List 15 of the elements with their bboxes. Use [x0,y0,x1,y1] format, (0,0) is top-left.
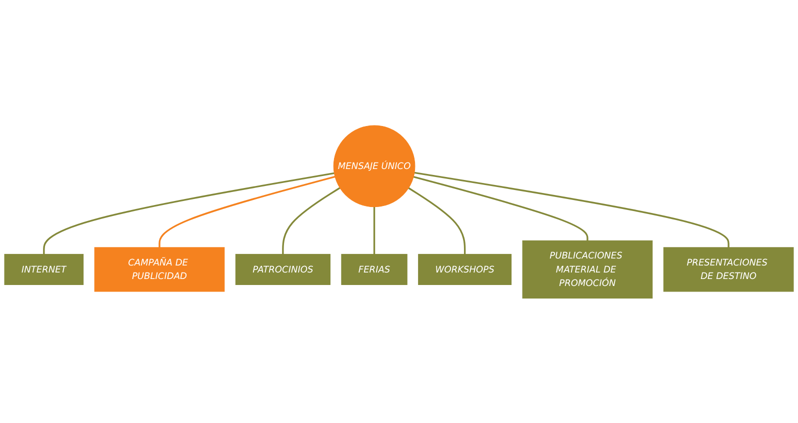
connector [43,172,334,254]
connector [158,175,336,248]
connector [282,186,340,254]
node-box: INTERNET [4,254,84,285]
node-box: PUBLICACIONES MATERIAL DE PROMOCIÓN [522,240,653,298]
node-box: WORKSHOPS [418,254,512,285]
node-box: PRESENTACIONES DE DESTINO [663,246,794,292]
node-circle: MENSAJE ÚNICO [333,124,416,207]
connector [414,171,730,248]
connector [373,206,376,254]
connector [408,186,466,254]
node-box: FERIAS [341,254,408,285]
node-box: CAMPAÑA DE PUBLICIDAD [94,246,225,292]
connector [413,176,588,240]
node-box: PATROCINIOS [235,254,330,285]
